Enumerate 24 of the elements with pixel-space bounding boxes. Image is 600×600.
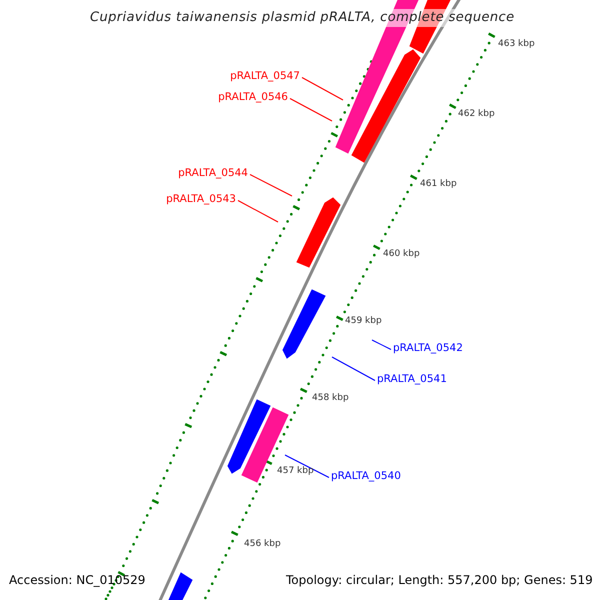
gene-label: pRALTA_0542	[393, 342, 463, 354]
gene-label: pRALTA_0543	[166, 192, 236, 206]
gene-label: pRALTA_0540	[331, 470, 401, 482]
tick-label: 461 kbp	[420, 180, 457, 189]
leader-line	[250, 174, 292, 196]
accession-label: Accession: NC_010529	[9, 574, 146, 586]
sequence-info-label: Topology: circular; Length: 557,200 bp; Genes: 519	[286, 574, 593, 586]
gene-label: pRALTA_0544	[178, 166, 248, 180]
leader-line	[332, 356, 376, 381]
leader-line	[302, 77, 344, 100]
tick-label: 456 kbp	[244, 540, 281, 549]
leader-line	[372, 340, 392, 350]
leader-line	[284, 454, 330, 478]
gene-label: pRALTA_0541	[377, 372, 447, 386]
gene-label: pRALTA_0546	[218, 90, 288, 104]
gene-label: pRALTA_0547	[230, 70, 300, 82]
tick-label: 457 kbp	[277, 467, 314, 476]
tick-label: 463 kbp	[498, 40, 535, 49]
leader-line	[238, 200, 278, 222]
tick-label: 460 kbp	[383, 250, 420, 259]
leader-line	[290, 98, 332, 122]
tick-label: 458 kbp	[312, 394, 349, 403]
tick-label: 462 kbp	[458, 110, 495, 119]
tick-label: 459 kbp	[345, 317, 382, 326]
